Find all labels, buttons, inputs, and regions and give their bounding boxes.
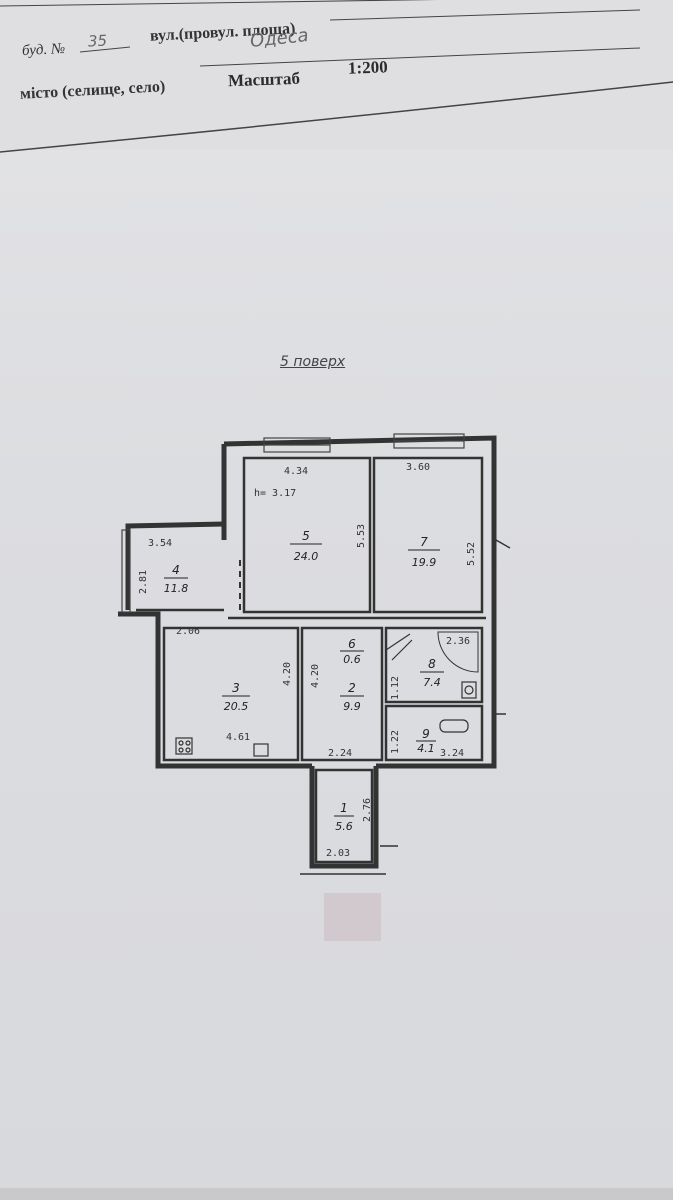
room-4-area: 11.8	[164, 582, 189, 595]
page-bottom-edge	[0, 1188, 673, 1200]
room-2-label: 2 9.9	[340, 681, 364, 713]
door-swing	[437, 631, 479, 673]
room-3-area: 20.5	[224, 700, 249, 713]
room-8-label: 8 7.4	[420, 657, 444, 689]
form-header	[0, 0, 673, 150]
room-7-number: 7	[420, 535, 428, 549]
room-4-number: 4	[172, 563, 180, 577]
dim-1-12: 1.12	[390, 676, 401, 700]
room-6-number: 6	[348, 637, 356, 651]
windows	[121, 433, 465, 613]
dim-2-36: 2.36	[446, 636, 470, 647]
room-8-number: 8	[428, 657, 436, 671]
dim-1-22: 1.22	[390, 730, 401, 754]
dim-3-60: 3.60	[406, 462, 430, 473]
redaction-smudge	[324, 893, 381, 941]
room-1-area: 5.6	[335, 820, 353, 833]
room-1-number: 1	[340, 801, 348, 815]
room-2-area: 9.9	[343, 700, 361, 713]
ceiling-height: h= 3.17	[254, 488, 296, 499]
room-7-label: 7 19.9	[408, 535, 440, 569]
room-9-number: 9	[422, 727, 430, 741]
dim-3-24: 3.24	[440, 748, 464, 759]
room-3-number: 3	[232, 681, 240, 695]
dim-2-24: 2.24	[328, 748, 352, 759]
room-1-label: 1 5.6	[334, 801, 354, 833]
room-8-area: 7.4	[423, 676, 441, 689]
room-6-label: 6 0.6	[340, 637, 364, 666]
floor-title: 5 поверх	[280, 354, 346, 370]
dim-4-20-right: 4.20	[310, 664, 321, 688]
header-lines	[0, 0, 673, 153]
dim-2-06: 2.06	[176, 626, 200, 637]
dim-2-81: 2.81	[138, 570, 149, 594]
entrance-marks	[300, 539, 511, 875]
room-4-label: 4 11.8	[164, 563, 189, 595]
room-2-number: 2	[348, 681, 356, 695]
room-7-area: 19.9	[412, 556, 437, 569]
room-9-area: 4.1	[417, 742, 435, 755]
dim-5-53: 5.53	[356, 524, 367, 548]
dim-3-54: 3.54	[148, 538, 172, 549]
fixtures	[175, 633, 477, 757]
dim-4-61: 4.61	[226, 732, 250, 743]
room-5-area: 24.0	[294, 550, 319, 563]
dim-5-52: 5.52	[466, 542, 477, 566]
walls	[118, 435, 497, 869]
room-3-label: 3 20.5	[222, 681, 250, 713]
room-5-number: 5	[302, 529, 310, 543]
dim-2-76: 2.76	[362, 798, 373, 822]
dim-4-34: 4.34	[284, 466, 308, 477]
dim-2-03: 2.03	[326, 848, 350, 859]
dim-4-20-left: 4.20	[282, 662, 293, 686]
room-9-label: 9 4.1	[416, 727, 436, 755]
inner-walls	[136, 456, 486, 864]
room-5-label: 5 24.0	[290, 529, 322, 563]
room-6-area: 0.6	[343, 653, 361, 666]
